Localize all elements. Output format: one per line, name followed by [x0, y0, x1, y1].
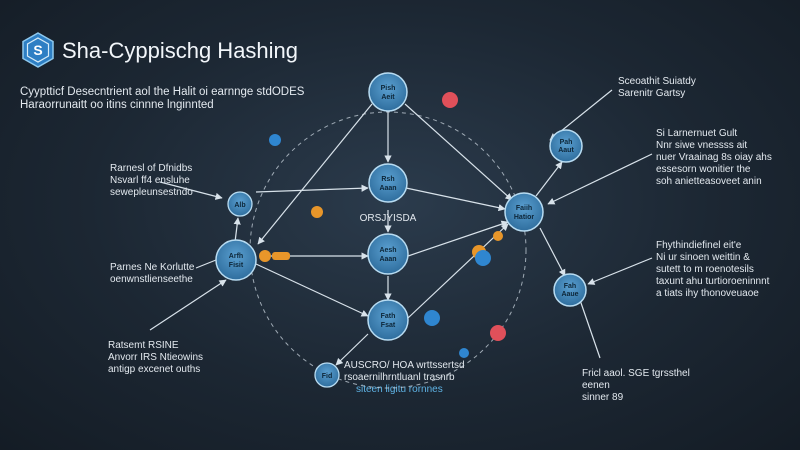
note-line: AUSCRO/ HOA wrttssertsd — [344, 360, 465, 371]
note-left-2: Parnes Ne Korlutte oenwnstlienseethe — [110, 262, 195, 286]
note-right-4: Fricl aaol. SGE tgrssthel eenen sinner 8… — [582, 368, 690, 404]
note-line: soh anietteasoveet anin — [656, 176, 762, 187]
edge — [405, 187, 506, 212]
node-label: Aesh — [379, 247, 396, 254]
blue-dot-icon — [475, 250, 491, 266]
note-line: Nsvarl ff4 ensluhe — [110, 175, 190, 186]
red-dot-icon — [442, 92, 458, 108]
orange-dot-icon — [311, 206, 323, 218]
edge — [335, 333, 369, 366]
node: Aesh Aaan — [367, 233, 409, 275]
note-bottom: AUSCRO/ HOA wrttssertsd rsoaernilhrntlua… — [344, 360, 465, 396]
note-line: a tiats ihy thonoveuaoe — [656, 288, 759, 299]
note-line: taxunt ahu turtioroeninnnt — [656, 276, 770, 287]
edge — [535, 161, 563, 197]
page-title: Sha-Cyppischg Hashing — [62, 38, 299, 63]
edge — [547, 153, 653, 205]
edge — [407, 220, 509, 257]
svg-text:S: S — [33, 42, 42, 58]
edge — [159, 181, 223, 200]
edge — [407, 223, 509, 319]
intro-line: Haraorrunaitt oo itins cinnne lnginnted — [20, 99, 214, 111]
node-label: Fah — [564, 283, 576, 290]
note-line: essesorn wonitier the — [656, 164, 751, 175]
blue-dot-icon — [269, 134, 281, 146]
note-line: Nnr siwe vnessss ait — [656, 140, 748, 151]
note-line: Anvorr IRS Ntieowins — [108, 352, 204, 363]
note-line: nuer Vraainag 8s oiay ahs — [656, 152, 772, 163]
note-left-3: Ratsemt RSINE Anvorr IRS Ntieowins antig… — [108, 340, 203, 376]
blue-dot-icon — [424, 310, 440, 326]
edge — [539, 227, 566, 277]
node-label: Faiih — [516, 205, 532, 212]
note-line: Ratsemt RSINE — [108, 340, 179, 351]
center-label: ORSJYISDA — [360, 213, 417, 224]
node-label: Alb — [234, 202, 245, 209]
node-label: Fsat — [381, 322, 396, 329]
note-line: Ni ur sinoen weittin & — [656, 252, 750, 263]
edge — [195, 259, 217, 269]
node-label: Pah — [560, 139, 573, 146]
edge — [233, 217, 241, 243]
note-line: Fricl aaol. SGE tgrssthel — [582, 368, 690, 379]
note-line: Parnes Ne Korlutte — [110, 262, 195, 273]
node: Fah Aaue — [553, 273, 587, 307]
node: Fid — [314, 362, 340, 388]
edge — [404, 103, 513, 201]
orange-bar-icon — [272, 252, 290, 260]
node: Arfh Fisit — [215, 239, 257, 281]
intro-line: Cyyptticf Desecntrient aol the Halit oi … — [20, 86, 305, 98]
edge — [255, 263, 369, 317]
note-line: sinner 89 — [582, 392, 624, 403]
node-label: Rsh — [381, 176, 394, 183]
edge — [579, 299, 601, 359]
note-line: eenen — [582, 380, 610, 391]
node-label: Aaut — [558, 147, 574, 154]
note-line: Sceoathit Suiatdy — [618, 76, 696, 87]
node: Rsh Aaan — [368, 163, 408, 203]
node: Faiih Hatior — [504, 192, 544, 232]
node-label: Aaan — [379, 185, 396, 192]
note-left-1: Rarnesl of Dfnidbs Nsvarl ff4 ensluhe se… — [110, 163, 193, 199]
edge — [149, 279, 227, 331]
node: Pah Aaut — [549, 129, 583, 163]
node-label: Aaue — [561, 291, 578, 298]
intro-text: Cyyptticf Desecntrient aol the Halit oi … — [20, 86, 304, 112]
red-dot-icon — [490, 325, 506, 341]
note-right-1: Sceoathit Suiatdy Sarenitr Gartsy — [618, 76, 696, 100]
note-line: rsoaernilhrntluanl trasnrb — [344, 372, 455, 383]
note-line: Si Larnernuet Gult — [656, 128, 738, 139]
node: Fath Fsat — [367, 299, 409, 341]
note-line: oenwnstlienseethe — [110, 274, 193, 285]
note-line: sewepleunsestndo — [110, 187, 193, 198]
edge — [255, 184, 369, 193]
edge — [587, 257, 653, 285]
note-line: antigp excenet ouths — [108, 364, 201, 375]
blue-dot-icon — [459, 348, 469, 358]
node-label: Aaan — [379, 256, 396, 263]
orange-dot-icon — [259, 250, 271, 262]
node-label: Aeit — [381, 94, 395, 101]
node-label: Pish — [381, 85, 396, 92]
note-right-3: Fhythindiefinel eit'e Ni ur sinoen weitt… — [656, 240, 769, 300]
node-label: Arfh — [229, 253, 243, 260]
node-label: Fath — [381, 313, 396, 320]
node: Pish Aeit — [368, 72, 408, 112]
node-label: Hatior — [514, 214, 535, 221]
note-line: Fhythindiefinel eit'e — [656, 240, 742, 251]
node: Alb — [227, 191, 253, 217]
note-line: sutett to m roenotesils — [656, 264, 754, 275]
note-line: Sarenitr Gartsy — [618, 88, 686, 99]
note-line: Rarnesl of Dfnidbs — [110, 163, 193, 174]
node-label: Fid — [322, 373, 333, 380]
note-line-accent: siteen ligitu rornnes — [356, 384, 443, 395]
node-label: Fisit — [229, 262, 244, 269]
edge — [257, 103, 373, 245]
logo-hexagon-icon: S — [22, 32, 54, 68]
note-right-2: Si Larnernuet Gult Nnr siwe vnessss ait … — [656, 128, 772, 188]
edges — [149, 89, 653, 366]
orange-dot-icon — [493, 231, 503, 241]
